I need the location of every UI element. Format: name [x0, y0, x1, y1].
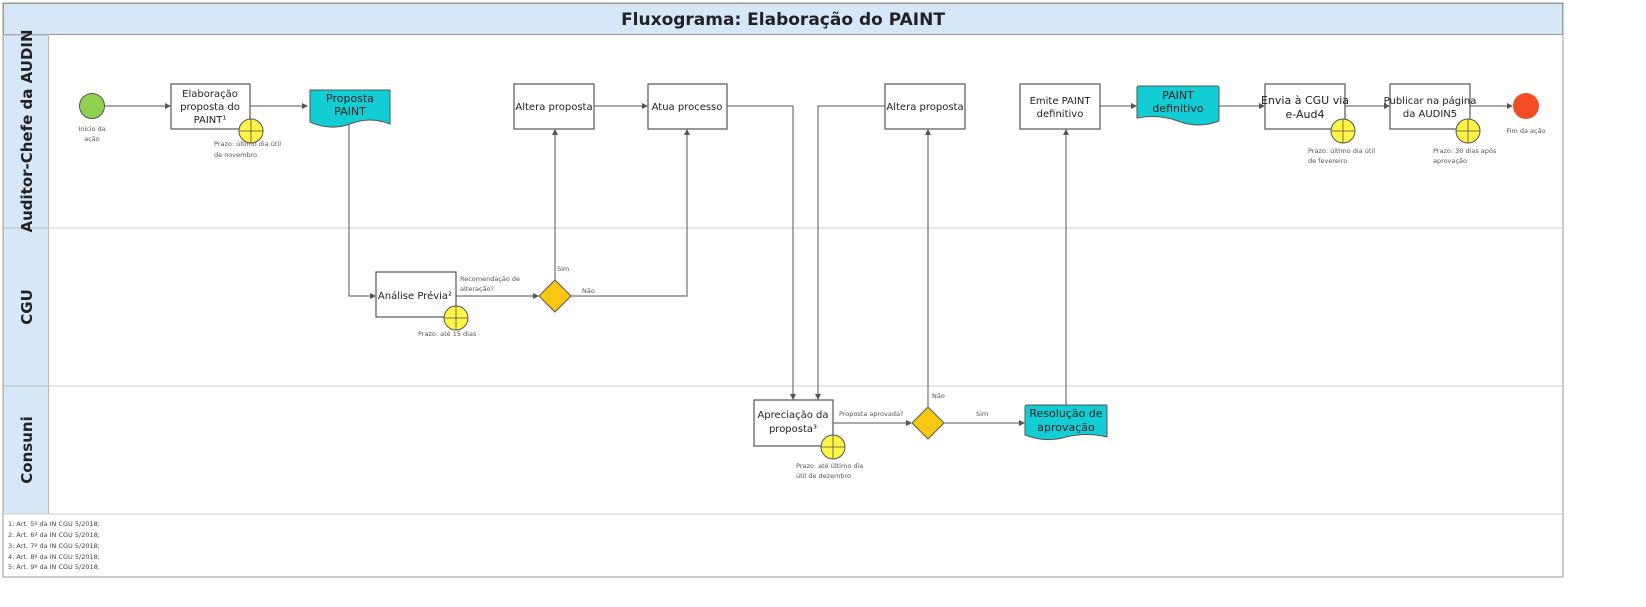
connector: [727, 105, 796, 400]
task-label: Atua processo: [652, 102, 723, 113]
decision-recomendacao[interactable]: Recomendação de alteração? Sim Não: [460, 265, 595, 313]
task-label: definitivo: [1037, 109, 1084, 120]
start-label: Início da: [78, 125, 105, 133]
connector: [571, 129, 690, 297]
connector: [348, 124, 376, 299]
task-altera-proposta-2[interactable]: Altera proposta: [884, 83, 966, 130]
task-label: proposta³: [769, 424, 817, 435]
branch-label-no: Não: [582, 287, 595, 295]
timer-apreciacao: Prazo: até último dia útil de dezembro: [796, 434, 863, 480]
deadline-text: de novembro: [214, 151, 257, 159]
footnote: 2: Art. 6º da IN CGU 5/2018;: [8, 531, 100, 539]
task-label: Apreciação da: [757, 410, 828, 421]
document-icon: [1024, 404, 1108, 441]
task-publicar[interactable]: Publicar na página da AUDIN5: [1384, 83, 1477, 130]
document-resolucao[interactable]: Resolução de aprovação: [1024, 404, 1108, 441]
timer-publicar: Prazo: 30 dias após aprovação: [1433, 118, 1497, 165]
task-apreciacao[interactable]: Apreciação da proposta³: [753, 399, 834, 447]
deadline-text: Prazo: até último dia: [796, 462, 863, 470]
task-label: Altera proposta: [515, 102, 592, 113]
start-circle-icon: [79, 93, 105, 119]
title-bar: [3, 3, 1563, 35]
task-analise-previa[interactable]: Análise Prévia²: [375, 271, 457, 318]
task-atua-processo[interactable]: Atua processo: [647, 83, 728, 130]
footnote: 4: Art. 8º da IN CGU 5/2018;: [8, 553, 100, 561]
footnote: 3: Art. 7º da IN CGU 5/2018;: [8, 542, 100, 550]
start-label: ação: [84, 135, 100, 143]
deadline-text: de fevereiro: [1308, 157, 1347, 165]
decision-diamond-icon: [538, 279, 572, 313]
footnotes: 1: Art. 5º da IN CGU 5/2018; 2: Art. 6º …: [8, 520, 100, 571]
decision-question: Recomendação de: [460, 275, 520, 283]
decision-proposta-aprovada[interactable]: Proposta aprovada? Não Sim: [839, 392, 988, 440]
lane-label-cgu: CGU: [18, 289, 36, 325]
task-label: proposta do: [180, 102, 240, 113]
lane-label-consuni: Consuni: [18, 416, 36, 483]
document-proposta-paint[interactable]: Proposta PAINT: [309, 89, 391, 128]
deadline-text: Prazo: até 15 dias: [418, 330, 477, 338]
footnote: 5: Art. 9º da IN CGU 5/2018.: [8, 563, 100, 571]
task-emite-paint[interactable]: Emite PAINT definitivo: [1019, 83, 1101, 130]
end-event[interactable]: Fim da ação: [1506, 93, 1546, 135]
task-label: Análise Prévia²: [378, 290, 452, 302]
lane-label-audin: Auditor-Chefe da AUDIN: [18, 29, 36, 232]
task-label: Envia à CGU via: [1261, 94, 1349, 107]
branch-label-yes: Sim: [557, 265, 569, 273]
document-label: PAINT: [1162, 89, 1194, 102]
page-title: Fluxograma: Elaboração do PAINT: [621, 10, 945, 30]
lane-header-cgu: [3, 227, 49, 387]
decision-diamond-icon: [911, 406, 945, 440]
task-label: e-Aud4: [1286, 108, 1325, 121]
task-label: Altera proposta: [886, 102, 963, 113]
connectors: [104, 103, 1513, 426]
footnote: 1: Art. 5º da IN CGU 5/2018;: [8, 520, 100, 528]
lanes: Auditor-Chefe da AUDIN CGU Consuni: [3, 29, 1563, 515]
deadline-text: Prazo: último dia útil: [214, 140, 281, 148]
end-circle-icon: [1513, 93, 1539, 119]
deadline-text: Prazo: 30 dias após: [1433, 147, 1497, 155]
document-label: definitivo: [1152, 102, 1204, 115]
task-label: da AUDIN5: [1403, 109, 1457, 120]
task-label: Publicar na página: [1384, 95, 1477, 107]
decision-question: Proposta aprovada?: [839, 410, 903, 418]
task-envia-cgu[interactable]: Envia à CGU via e-Aud4: [1261, 83, 1349, 130]
timer-elaboracao: Prazo: último dia útil de novembro: [214, 118, 281, 159]
task-elaboracao[interactable]: Elaboração proposta do PAINT¹: [170, 83, 251, 130]
deadline-text: Prazo: último dia útil: [1308, 147, 1375, 155]
branch-label-no: Não: [932, 392, 945, 400]
document-icon: [309, 89, 391, 128]
decision-question: alteração?: [460, 285, 494, 293]
document-label: Proposta: [326, 92, 374, 105]
task-label: Emite PAINT: [1030, 96, 1092, 107]
task-label: Elaboração: [182, 89, 238, 100]
document-paint-definitivo[interactable]: PAINT definitivo: [1136, 85, 1220, 126]
task-label: PAINT¹: [194, 115, 227, 126]
deadline-text: útil de dezembro: [796, 472, 851, 480]
branch-label-yes: Sim: [976, 410, 988, 418]
connector: [815, 105, 885, 400]
timer-analise: Prazo: até 15 dias: [418, 305, 477, 338]
lane-header-audin: [3, 34, 49, 229]
task-altera-proposta-1[interactable]: Altera proposta: [513, 83, 595, 130]
document-label: PAINT: [334, 105, 366, 118]
document-label: Resolução de: [1029, 407, 1102, 420]
end-label: Fim da ação: [1506, 127, 1545, 135]
start-event[interactable]: Início da ação: [78, 93, 106, 144]
timer-envia: Prazo: último dia útil de fevereiro: [1308, 118, 1375, 165]
document-icon: [1136, 85, 1220, 126]
document-label: aprovação: [1037, 421, 1095, 434]
deadline-text: aprovação: [1433, 157, 1467, 165]
